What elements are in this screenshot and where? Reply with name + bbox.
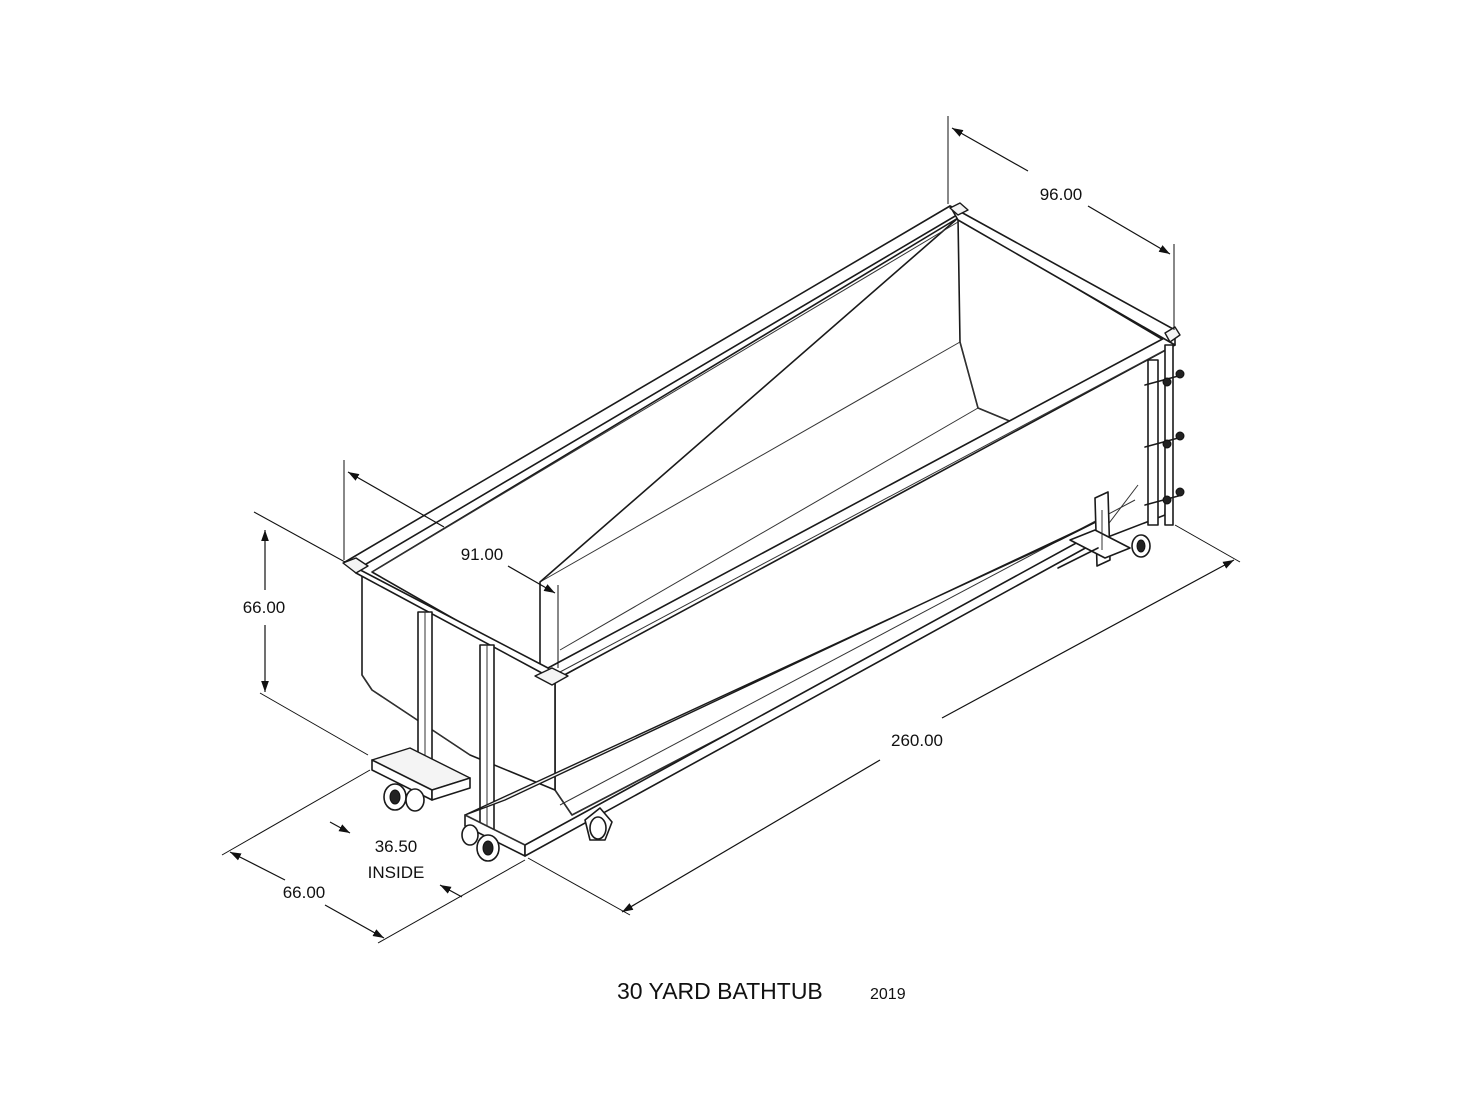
drawing-title: 30 YARD BATHTUB bbox=[617, 978, 823, 1004]
dim-length-label: 260.00 bbox=[891, 731, 943, 750]
wheel-rear bbox=[1131, 534, 1151, 558]
corner-cap-front-right bbox=[534, 667, 569, 686]
dimension-annotations: 96.00 91.00 66.00 260.00 66.00 36.50 INS… bbox=[221, 116, 1241, 944]
dim-height-label: 66.00 bbox=[243, 598, 286, 617]
front-end-slope bbox=[361, 674, 471, 756]
drawing-year: 2019 bbox=[870, 986, 906, 1003]
interior-floor-line bbox=[539, 341, 961, 583]
top-rim-far-inner bbox=[371, 221, 959, 573]
container-body bbox=[342, 202, 1185, 862]
wheel-side-middle bbox=[584, 807, 613, 841]
dim-91-label: 91.00 bbox=[461, 545, 504, 564]
corner-cap-rear-right bbox=[1164, 326, 1181, 343]
corner-cap-rear-left bbox=[949, 202, 969, 216]
dim-inside-label: INSIDE bbox=[368, 863, 425, 882]
drawing-title-block: 30 YARD BATHTUB 2019 bbox=[617, 978, 906, 1004]
top-rim-rear bbox=[949, 205, 1176, 346]
interior-floor-line-2 bbox=[559, 407, 979, 651]
dim-inside-value: 36.50 bbox=[375, 837, 418, 856]
corner-cap-front-left bbox=[342, 557, 369, 574]
top-rim-near-inner bbox=[559, 349, 1166, 673]
wheel-front-right bbox=[461, 824, 500, 862]
side-bottom-rail bbox=[559, 499, 1136, 806]
rear-hook-bracket bbox=[1057, 491, 1131, 569]
dim-96-label: 96.00 bbox=[1040, 185, 1083, 204]
dim-base-width-label: 66.00 bbox=[283, 883, 326, 902]
wheel-front-left bbox=[383, 783, 425, 812]
